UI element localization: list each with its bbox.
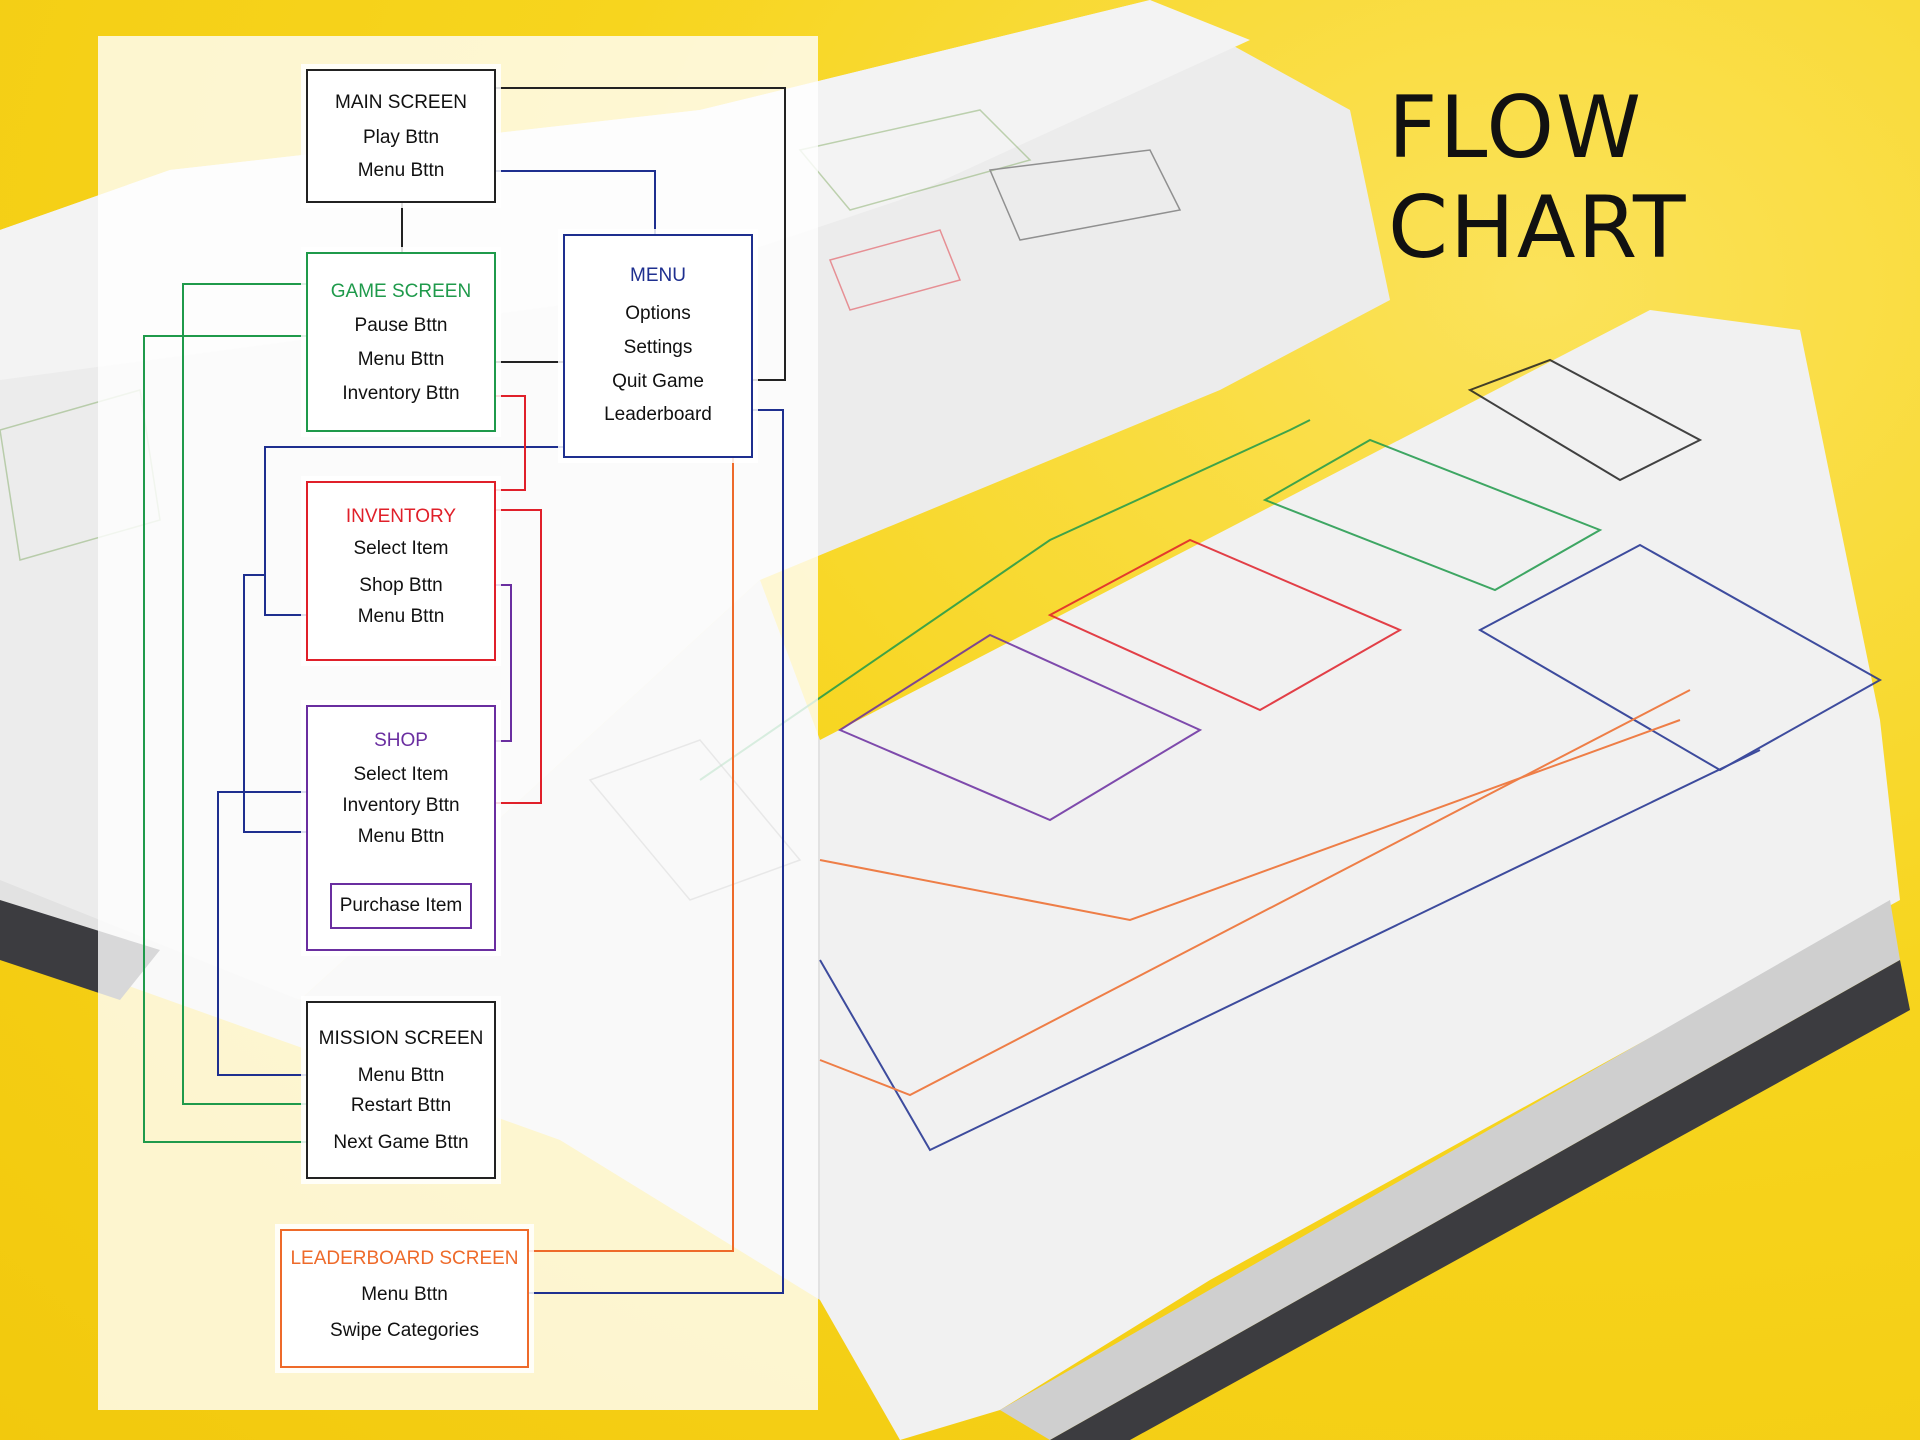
mission-restart-connector <box>182 283 344 1105</box>
shop-menu-button[interactable]: Menu Bttn <box>357 826 445 847</box>
mission-next-connector <box>143 335 330 1143</box>
inventory-menu-button[interactable]: Menu Bttn <box>357 606 445 627</box>
game-inventory-connector <box>470 395 526 491</box>
options-item[interactable]: Options <box>625 303 691 324</box>
shop-select-item[interactable]: Select Item <box>353 764 449 785</box>
main-menu-button[interactable]: Menu Bttn <box>357 160 445 181</box>
game-menu-button[interactable]: Menu Bttn <box>357 349 445 370</box>
leaderboard-menu-button[interactable]: Menu Bttn <box>361 1284 448 1305</box>
leaderboard-connector <box>529 414 734 1252</box>
shop-title: SHOP <box>374 730 428 751</box>
game-screen-box: GAME SCREEN Pause Bttn Menu Bttn Invento… <box>306 252 496 432</box>
game-screen-title: GAME SCREEN <box>330 281 472 302</box>
menu-title: MENU <box>630 265 686 286</box>
mission-screen-box: MISSION SCREEN Menu Bttn Restart Bttn Ne… <box>306 1001 496 1179</box>
shop-menu-to-menu-connector <box>455 409 784 1294</box>
leaderboard-screen-title: LEADERBOARD SCREEN <box>290 1248 519 1269</box>
main-screen-title: MAIN SCREEN <box>335 92 467 113</box>
menu-box: MENU Options Settings Quit Game Leaderbo… <box>563 234 753 458</box>
inventory-box: INVENTORY Select Item Shop Bttn Menu Btt… <box>306 481 496 661</box>
game-inventory-button[interactable]: Inventory Bttn <box>342 383 460 404</box>
flow-chart-heading: FLOW CHART <box>1388 78 1688 278</box>
shop-menu-connector <box>243 574 344 833</box>
settings-item[interactable]: Settings <box>623 337 693 358</box>
quit-game-item[interactable]: Quit Game <box>612 371 704 392</box>
inventory-title: INVENTORY <box>345 506 457 527</box>
swipe-categories[interactable]: Swipe Categories <box>330 1320 479 1341</box>
main-menu-to-menu-connector <box>448 170 656 234</box>
main-screen-box: MAIN SCREEN Play Bttn Menu Bttn <box>306 69 496 203</box>
play-button[interactable]: Play Bttn <box>362 127 440 148</box>
shop-inventory-connector <box>470 509 542 804</box>
mission-menu-connector <box>217 791 344 1076</box>
next-game-button[interactable]: Next Game Bttn <box>333 1132 469 1153</box>
mission-screen-title: MISSION SCREEN <box>318 1028 484 1049</box>
inventory-select-item[interactable]: Select Item <box>353 538 449 559</box>
inventory-shop-button[interactable]: Shop Bttn <box>359 575 443 596</box>
pause-button[interactable]: Pause Bttn <box>354 315 448 336</box>
restart-button[interactable]: Restart Bttn <box>350 1095 452 1116</box>
leaderboard-item[interactable]: Leaderboard <box>604 404 712 425</box>
shop-inventory-button[interactable]: Inventory Bttn <box>342 795 460 816</box>
mission-menu-button[interactable]: Menu Bttn <box>357 1065 445 1086</box>
purchase-item-box[interactable]: Purchase Item <box>330 883 472 929</box>
purchase-item-label: Purchase Item <box>339 895 463 916</box>
shop-box: SHOP Select Item Inventory Bttn Menu Btt… <box>306 705 496 951</box>
leaderboard-screen-box: LEADERBOARD SCREEN Menu Bttn Swipe Categ… <box>280 1229 529 1368</box>
